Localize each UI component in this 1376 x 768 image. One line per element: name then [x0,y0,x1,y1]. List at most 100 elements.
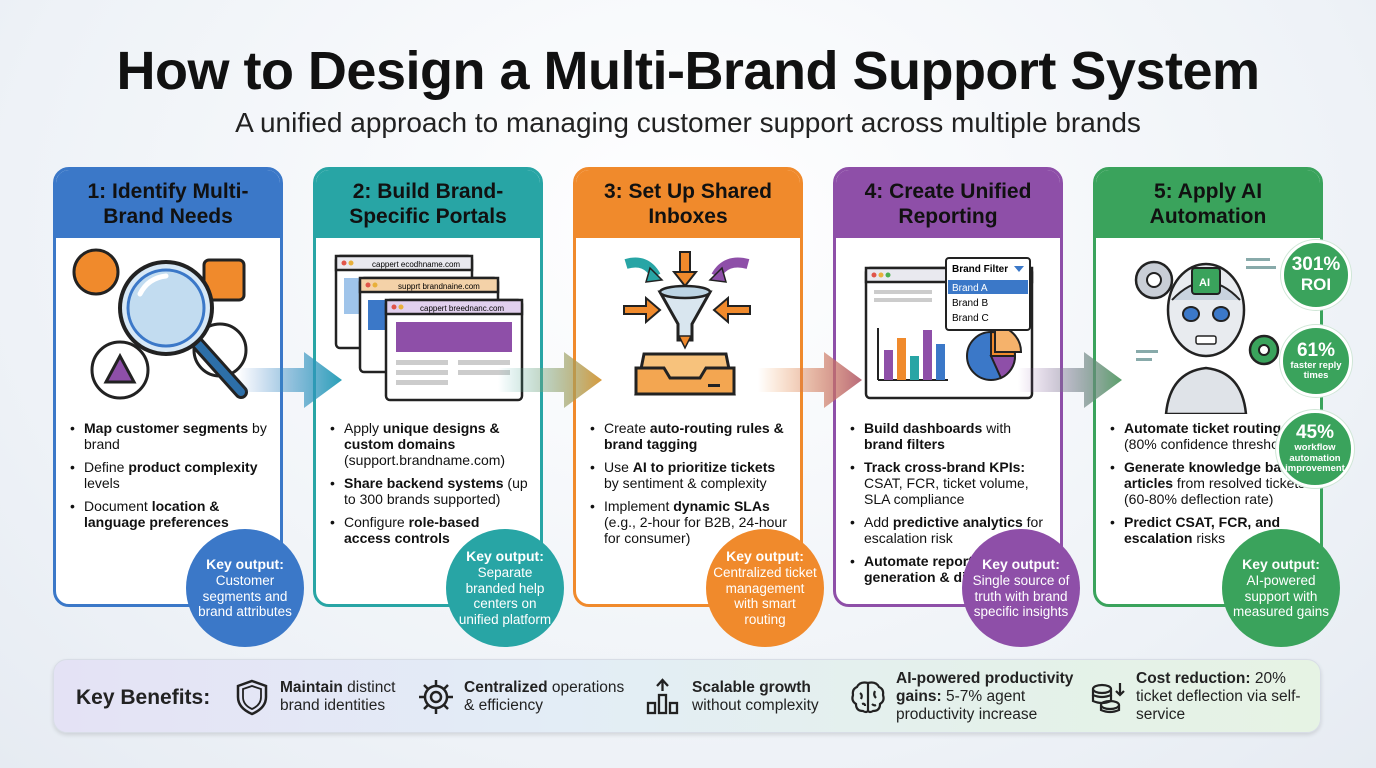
stat-value: 301% [1291,254,1341,275]
bold-text: AI-powered productivity gains: [896,670,1074,705]
bullet-item: Track cross-brand KPIs: CSAT, FCR, ticke… [850,459,1048,507]
text-run: (80% confidence threshold) [1124,436,1295,452]
key-output-5: Key output: AI-powered support with meas… [1222,529,1340,647]
text-run: Create [604,420,650,436]
key-output-4: Key output: Single source of truth with … [962,529,1080,647]
step-title: 2: Build Brand-Specific Portals [316,170,540,238]
text-run: (support.brandname.com) [344,452,506,468]
stat-value: 61% [1296,339,1336,361]
text-run: for escalation risk [864,514,1043,546]
key-output-text: Customer segments and brand attributes [198,573,292,619]
bold-text: Cost reduction: [1136,670,1251,687]
bold-text: Centralized [464,679,548,696]
bullet-item: Use AI to prioritize tickets by sentimen… [590,459,788,491]
magnifier-shapes-icon [72,248,248,400]
bullet-item: Map customer segments by brand [70,420,268,452]
step-bullets: Apply unique designs & custom domains (s… [330,420,528,553]
benefit-item: Scalable growth without complexity [644,668,844,726]
text-run: 5-7% agent productivity increase [896,688,1038,723]
text-run: 20% ticket deflection via self-service [1136,670,1301,723]
ai-chip-label: AI [1199,277,1210,289]
page-title: How to Design a Multi-Brand Support Syst… [116,41,1260,101]
step-bullets: Map customer segments by brandDefine pro… [70,420,268,537]
bold-text: Build dashboards [864,420,983,436]
portal-url-2: supprt brandnaine.com [398,282,480,291]
text-run: Implement [604,498,674,514]
brand-filter-option[interactable]: Brand B [952,298,988,309]
bullet-item: Predict CSAT, FCR, and escalation risks [1110,514,1308,546]
text-run: without complexity [692,697,819,714]
bullet-item: Document location & language preferences [70,498,268,530]
bold-text: Scalable growth [692,679,811,696]
bullet-item: Add predictive analytics for escalation … [850,514,1048,546]
flow-arrow-4-5 [1018,352,1122,408]
bullet-item: Share backend systems (up to 300 brands … [330,475,528,507]
key-output-text: Separate branded help centers on unified… [458,565,552,627]
bullet-item: Create auto-routing rules & brand taggin… [590,420,788,452]
text-run: (up to 300 brands supported) [344,475,528,507]
text-run: Use [604,459,633,475]
brand-filter-dropdown[interactable]: Brand Filter Brand A Brand B Brand C [945,257,1031,331]
step-bullets: Create auto-routing rules & brand taggin… [590,420,788,553]
text-run: (e.g., 2-hour for B2B, 24-hour for consu… [604,514,787,546]
step-title: 5: Apply AI Automation [1096,170,1320,238]
bold-text: product complexity [128,459,258,475]
text-run: levels [84,475,120,491]
bold-text: AI to prioritize tickets [632,459,776,475]
coins-icon [1091,683,1125,714]
brand-filter-option[interactable]: Brand A [952,283,988,294]
flow-arrow-3-4 [758,352,862,408]
bold-text: Track cross-brand KPIs: [864,459,1026,475]
stat-label: faster reply times [1290,359,1342,381]
benefit-text: Cost reduction: 20% ticket deflection vi… [1136,670,1314,724]
step-bullets: Build dashboards with brand filtersTrack… [850,420,1048,592]
bold-text: dynamic SLAs [673,498,770,514]
step-title: 1: Identify Multi-Brand Needs [56,170,280,238]
benefit-text: Scalable growth without complexity [692,679,844,715]
text-run: Define [84,459,129,475]
benefit-item: Cost reduction: 20% ticket deflection vi… [1088,668,1314,726]
funnel-inbox-icon [623,251,751,396]
portal-url-3: cappert breednanc.com [420,304,504,313]
key-output-label: Key output: [1242,555,1320,572]
text-run: Document [84,498,152,514]
key-output-label: Key output: [206,555,284,572]
benefit-item: AI-powered productivity gains: 5-7% agen… [848,668,1074,726]
key-output-text: AI-powered support with measured gains [1232,573,1330,619]
bullet-item: Define product complexity levels [70,459,268,491]
text-run: operations & efficiency [464,679,625,714]
brand-filter-label: Brand Filter [952,264,1008,275]
stat-automation: 45% workflow automation improvement [1276,410,1354,488]
key-output-label: Key output: [466,547,544,564]
text-run: Apply [344,420,383,436]
bold-text: predictive analytics [892,514,1023,530]
bold-text: location & language preferences [84,498,229,530]
text-run: distinct brand identities [280,679,396,714]
key-output-2: Key output: Separate branded help center… [446,529,564,647]
text-run: from resolved tickets (60-80% deflection… [1124,475,1306,507]
bullet-item: Generate knowledge base articles from re… [1110,459,1308,507]
key-output-label: Key output: [982,555,1060,572]
bold-text: Map customer segments [84,420,249,436]
ai-robot-icon: AI [1134,258,1280,414]
portal-url-1: cappert ecodhname.com [372,260,460,269]
benefit-item: Centralized operations & efficiency [416,668,626,726]
brand-filter-option[interactable]: Brand C [952,313,989,324]
key-benefits-bar: Key Benefits: Maintain distinct brand id… [53,659,1321,733]
text-run: CSAT, FCR, ticket volume, SLA compliance [864,475,1029,507]
key-output-3: Key output: Centralized ticket managemen… [706,529,824,647]
text-run: by sentiment & complexity [604,475,767,491]
bold-text: role-based access controls [344,514,480,546]
bold-text: Generate knowledge base articles [1124,459,1297,491]
bold-text: auto-routing rules & brand tagging [604,420,784,452]
text-run: by brand [84,420,267,452]
step-card-4: 4: Create Unified Reporting Brand Filter… [833,167,1063,607]
bold-text: Maintain [280,679,343,696]
key-output-label: Key output: [726,547,804,564]
bullet-item: Configure role-based access controls [330,514,528,546]
benefit-text: AI-powered productivity gains: 5-7% agen… [896,670,1074,724]
stat-label: ROI [1300,275,1332,294]
browser-portals-icon: cappert ecodhname.com supprt brandnaine.… [334,254,524,402]
bullet-item: Implement dynamic SLAs (e.g., 2-hour for… [590,498,788,546]
bold-text: unique designs & custom domains [344,420,500,452]
